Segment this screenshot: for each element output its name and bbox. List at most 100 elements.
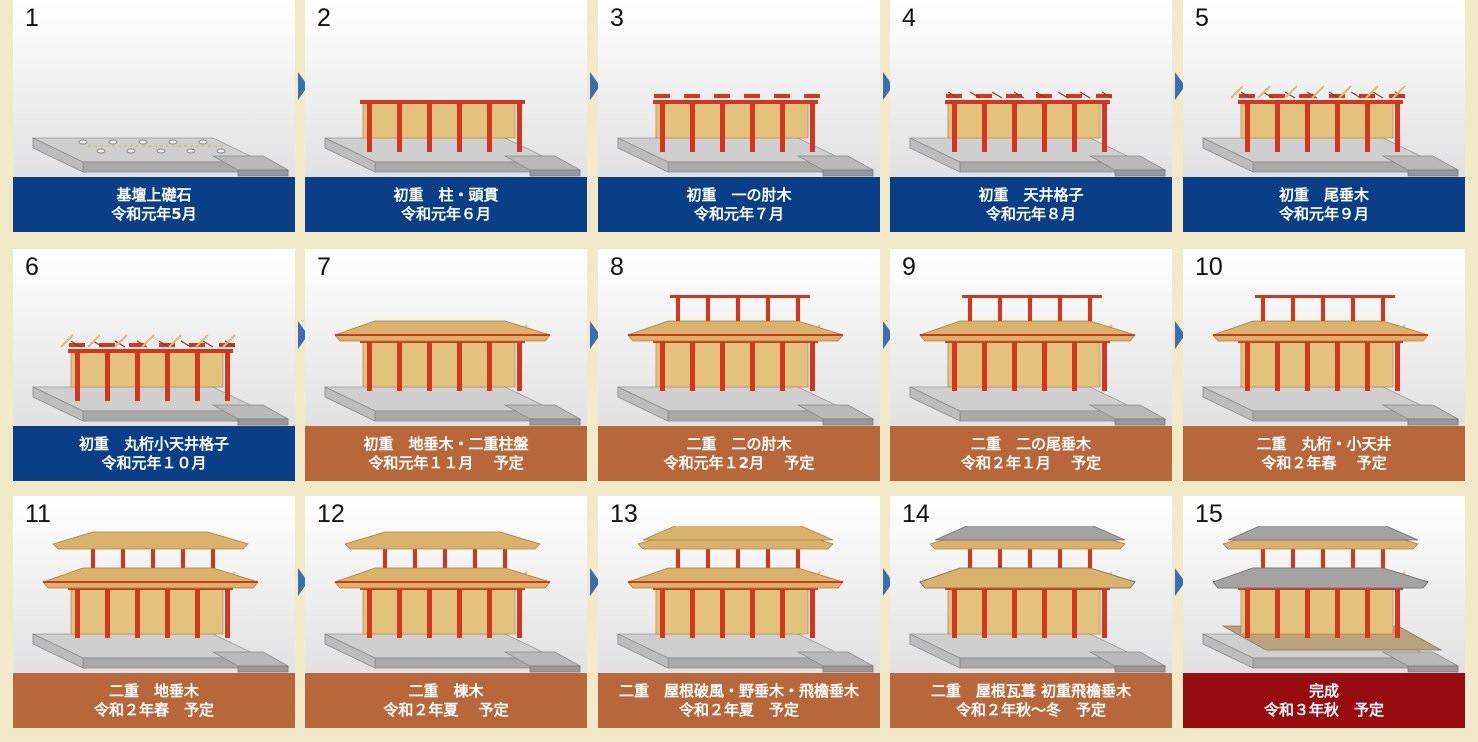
construction-illustration — [909, 526, 1167, 673]
step-date: 令和元年８月 — [985, 204, 1076, 223]
construction-illustration — [324, 320, 582, 426]
step-caption: 完成令和３年秋 予定 — [1183, 673, 1465, 728]
step-caption: 二重 丸桁・小天井令和２年春 予定 — [1183, 426, 1465, 481]
step-caption: 二重 二の肘木令和元年１2月 予定 — [598, 426, 880, 481]
step-title: 二重 二の肘木 — [686, 434, 792, 453]
step-date: 令和２年夏 予定 — [678, 700, 799, 719]
construction-illustration — [32, 334, 290, 426]
step-title: 二重 棟木 — [408, 681, 484, 700]
step-number: 12 — [317, 500, 345, 528]
construction-illustration — [324, 531, 582, 673]
step-date: 令和３年秋 予定 — [1263, 700, 1384, 719]
construction-illustration — [32, 137, 290, 177]
construction-illustration — [617, 295, 875, 426]
step-card: 5 初重 尾垂木令和元年９月 — [1183, 0, 1465, 232]
step-number: 2 — [317, 4, 331, 32]
step-number: 4 — [902, 4, 916, 32]
next-step-arrow-icon — [590, 568, 600, 596]
step-number: 6 — [25, 253, 39, 281]
step-title: 初重 尾垂木 — [1278, 185, 1369, 204]
next-step-arrow-icon — [883, 72, 893, 100]
step-date: 令和元年６月 — [400, 204, 491, 223]
step-number: 14 — [902, 500, 930, 528]
step-title: 初重 柱・頭貫 — [393, 185, 499, 204]
step-date: 令和２年春 予定 — [93, 700, 214, 719]
step-caption: 基壇上礎石令和元年5月 — [13, 177, 295, 232]
step-number: 8 — [610, 253, 624, 281]
step-date: 令和２年秋～冬 予定 — [955, 700, 1106, 719]
step-card: 2 初重 柱・頭貫令和元年６月 — [305, 0, 587, 232]
step-caption: 二重 二の尾垂木令和２年１月 予定 — [890, 426, 1172, 481]
step-caption: 初重 尾垂木令和元年９月 — [1183, 177, 1465, 232]
step-caption: 二重 屋根破風・野垂木・飛檐垂木令和２年夏 予定 — [598, 673, 880, 728]
next-step-arrow-icon — [590, 72, 600, 100]
step-card: 7 初重 地垂木・二重柱盤令和元年１１月 予定 — [305, 249, 587, 481]
step-title: 二重 屋根破風・野垂木・飛檐垂木 — [618, 681, 859, 700]
next-step-arrow-icon — [883, 321, 893, 349]
construction-illustration — [909, 295, 1167, 426]
step-card: 1 基壇上礎石令和元年5月 — [13, 0, 295, 232]
step-caption: 初重 柱・頭貫令和元年６月 — [305, 177, 587, 232]
step-card: 10 二重 丸桁・小天井令和２年春 予定 — [1183, 249, 1465, 481]
step-card: 11 二重 地垂木令和２年春 予定 — [13, 496, 295, 728]
step-date: 令和元年９月 — [1278, 204, 1369, 223]
construction-illustration — [1202, 526, 1460, 673]
step-title: 基壇上礎石 — [116, 185, 192, 204]
step-date: 令和元年１2月 予定 — [663, 453, 815, 472]
step-caption: 二重 地垂木令和２年春 予定 — [13, 673, 295, 728]
step-card: 6 初重 丸桁小天井格子令和元年１０月 — [13, 249, 295, 481]
next-step-arrow-icon — [1175, 72, 1185, 100]
step-number: 1 — [25, 4, 39, 32]
construction-illustration — [909, 91, 1167, 177]
step-date: 令和２年夏 予定 — [383, 700, 509, 719]
next-step-arrow-icon — [298, 321, 308, 349]
step-number: 3 — [610, 4, 624, 32]
construction-illustration — [617, 94, 875, 177]
step-card: 12 二重 棟木令和２年夏 予定 — [305, 496, 587, 728]
step-date: 令和元年１０月 — [101, 453, 207, 472]
step-card: 13 二重 屋根破風・野垂木・飛檐垂木令和２年夏 予定 — [598, 496, 880, 728]
next-step-arrow-icon — [1175, 321, 1185, 349]
next-step-arrow-icon — [298, 568, 308, 596]
construction-illustration — [324, 100, 582, 177]
next-step-arrow-icon — [883, 568, 893, 596]
construction-illustration — [617, 526, 875, 673]
step-date: 令和元年5月 — [111, 204, 197, 223]
next-step-arrow-icon — [298, 72, 308, 100]
step-number: 15 — [1195, 500, 1223, 528]
step-title: 二重 地垂木 — [108, 681, 199, 700]
step-title: 二重 屋根瓦葺 初重飛檐垂木 — [930, 681, 1132, 700]
step-caption: 二重 棟木令和２年夏 予定 — [305, 673, 587, 728]
step-card: 14 二重 屋根瓦葺 初重飛檐垂木令和２年秋～冬 予定 — [890, 496, 1172, 728]
step-date: 令和２年１月 予定 — [960, 453, 1102, 472]
step-card: 3 初重 一の肘木令和元年７月 — [598, 0, 880, 232]
step-title: 初重 天井格子 — [978, 185, 1084, 204]
step-number: 5 — [1195, 4, 1209, 32]
step-card: 9 二重 二の尾垂木令和２年１月 予定 — [890, 249, 1172, 481]
step-caption: 初重 丸桁小天井格子令和元年１０月 — [13, 426, 295, 481]
step-card: 15 完成令和３年秋 予定 — [1183, 496, 1465, 728]
step-number: 9 — [902, 253, 916, 281]
step-date: 令和元年７月 — [693, 204, 784, 223]
step-number: 7 — [317, 253, 331, 281]
step-caption: 初重 一の肘木令和元年７月 — [598, 177, 880, 232]
step-title: 完成 — [1308, 681, 1339, 700]
step-title: 初重 一の肘木 — [686, 185, 792, 204]
step-number: 13 — [610, 500, 638, 528]
step-title: 二重 二の尾垂木 — [970, 434, 1091, 453]
step-title: 初重 地垂木・二重柱盤 — [363, 434, 529, 453]
construction-illustration — [1202, 85, 1460, 177]
step-date: 令和元年１１月 予定 — [368, 453, 524, 472]
step-card: 8 二重 二の肘木令和元年１2月 予定 — [598, 249, 880, 481]
construction-illustration — [1202, 295, 1460, 426]
step-number: 10 — [1195, 253, 1223, 281]
step-caption: 二重 屋根瓦葺 初重飛檐垂木令和２年秋～冬 予定 — [890, 673, 1172, 728]
construction-illustration — [32, 531, 290, 673]
step-caption: 初重 天井格子令和元年８月 — [890, 177, 1172, 232]
next-step-arrow-icon — [590, 321, 600, 349]
step-title: 二重 丸桁・小天井 — [1256, 434, 1392, 453]
step-card: 4 初重 天井格子令和元年８月 — [890, 0, 1172, 232]
step-title: 初重 丸桁小天井格子 — [78, 434, 229, 453]
next-step-arrow-icon — [1175, 568, 1185, 596]
step-number: 11 — [25, 500, 51, 528]
